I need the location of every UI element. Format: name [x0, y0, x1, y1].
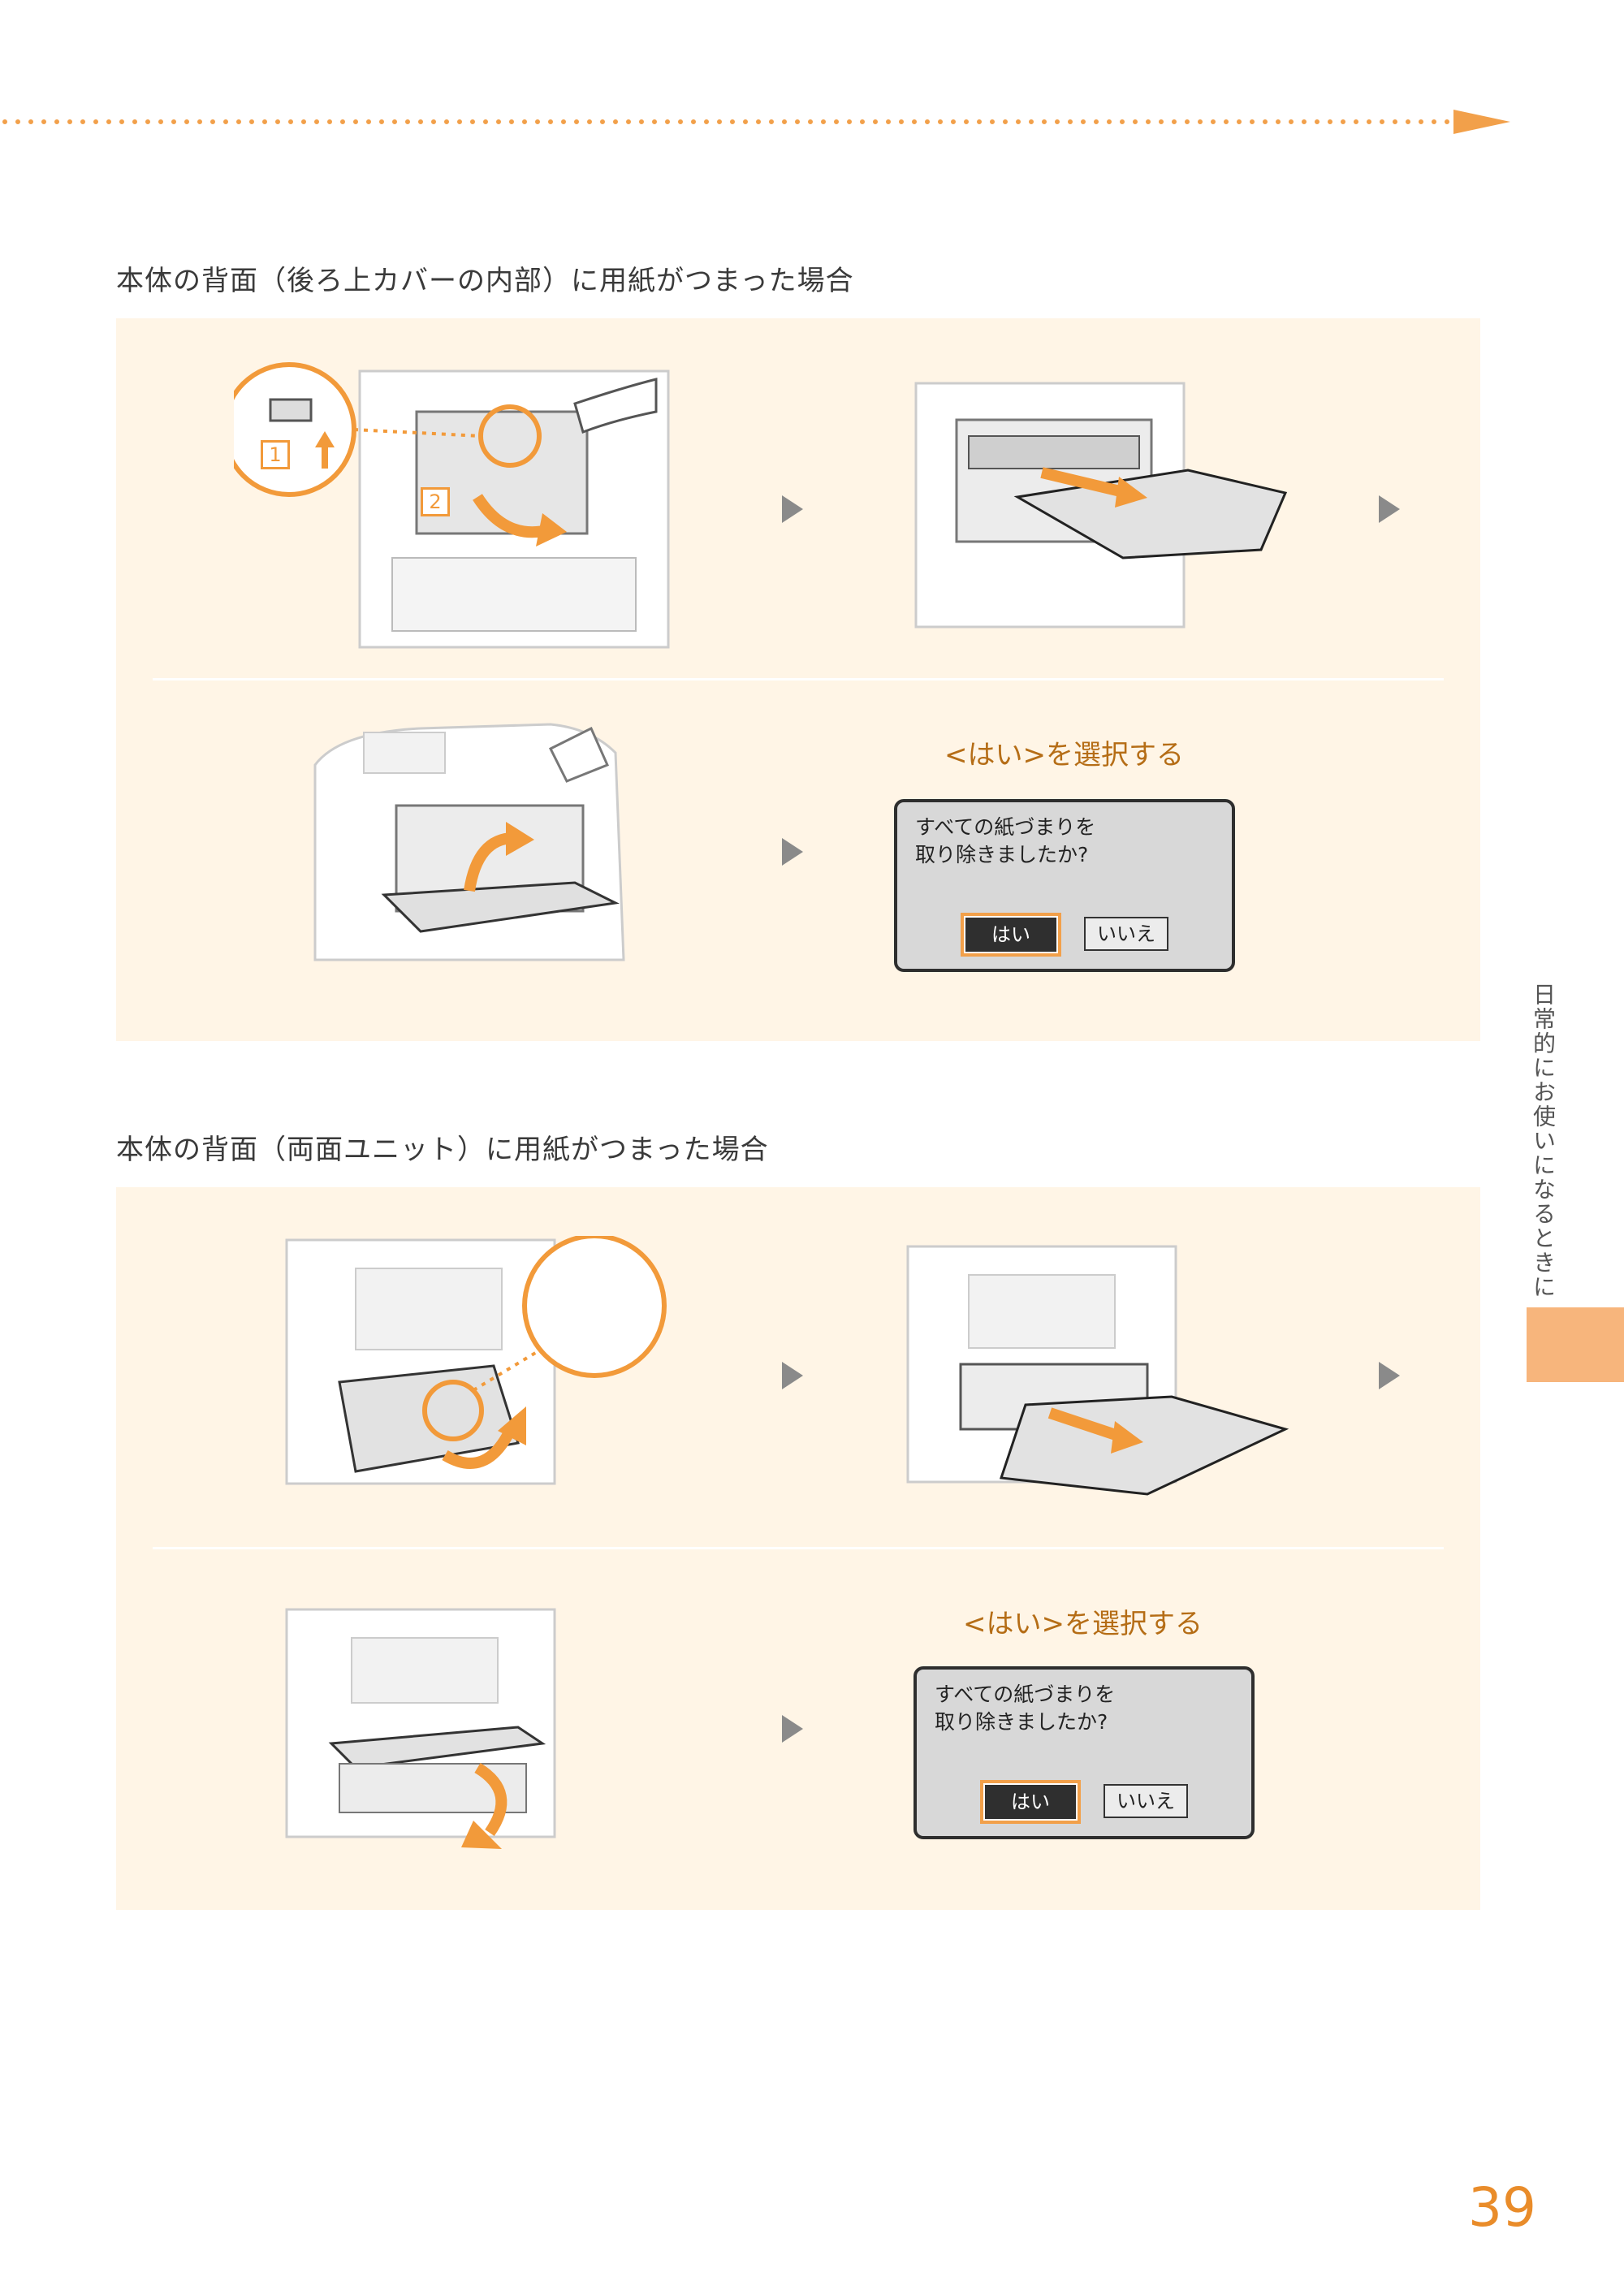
step-number-1: 1 — [261, 440, 290, 469]
panel-divider — [153, 1547, 1444, 1549]
illustration-close-rear-cover — [313, 723, 625, 961]
lcd-screen: すべての紙づまりを 取り除きましたか? はい いいえ — [914, 1666, 1255, 1839]
illustration-open-rear-cover — [234, 362, 670, 649]
no-button[interactable]: いいえ — [1084, 917, 1168, 951]
no-button[interactable]: いいえ — [1104, 1784, 1188, 1818]
section-title-rear-cover: 本体の背面（後ろ上カバーの内部）に用紙がつまった場合 — [116, 265, 854, 297]
dotted-header-line — [2, 110, 1510, 134]
illustration-open-duplex-unit — [285, 1236, 667, 1485]
procedure-panel-rear-cover: 1 2 <はい>を選択する すべての紙づまりを 取り除きましたか? はい いいえ — [116, 318, 1480, 1041]
lcd-message: すべての紙づまりを 取り除きましたか? — [935, 1683, 1116, 1734]
step-arrow-icon — [1379, 1362, 1400, 1389]
instruction-caption: <はい>を選択する — [963, 1608, 1203, 1640]
procedure-panel-duplex-unit: <はい>を選択する すべての紙づまりを 取り除きましたか? はい いいえ — [116, 1187, 1480, 1910]
illustration-remove-paper-duplex — [906, 1245, 1289, 1496]
step-arrow-icon — [782, 495, 803, 523]
yes-button[interactable]: はい — [980, 1780, 1081, 1824]
panel-divider — [153, 678, 1444, 680]
lcd-message: すべての紙づまりを 取り除きましたか? — [915, 815, 1096, 866]
chapter-label: 日常的にお使いになるときに — [1530, 983, 1557, 1299]
step-arrow-icon — [782, 838, 803, 866]
illustration-remove-paper-rear — [914, 382, 1288, 629]
step-number-2: 2 — [421, 487, 450, 516]
step-arrow-icon — [1379, 495, 1400, 523]
step-arrow-icon — [782, 1715, 803, 1743]
page-number: 39 — [1468, 2176, 1536, 2239]
chapter-tab[interactable] — [1527, 1307, 1624, 1382]
yes-button[interactable]: はい — [961, 913, 1061, 957]
instruction-caption: <はい>を選択する — [944, 739, 1184, 771]
illustration-close-duplex-unit — [285, 1608, 556, 1849]
step-arrow-icon — [782, 1362, 803, 1389]
section-title-duplex-unit: 本体の背面（両面ユニット）に用紙がつまった場合 — [116, 1134, 769, 1166]
lcd-screen: すべての紙づまりを 取り除きましたか? はい いいえ — [894, 799, 1235, 972]
